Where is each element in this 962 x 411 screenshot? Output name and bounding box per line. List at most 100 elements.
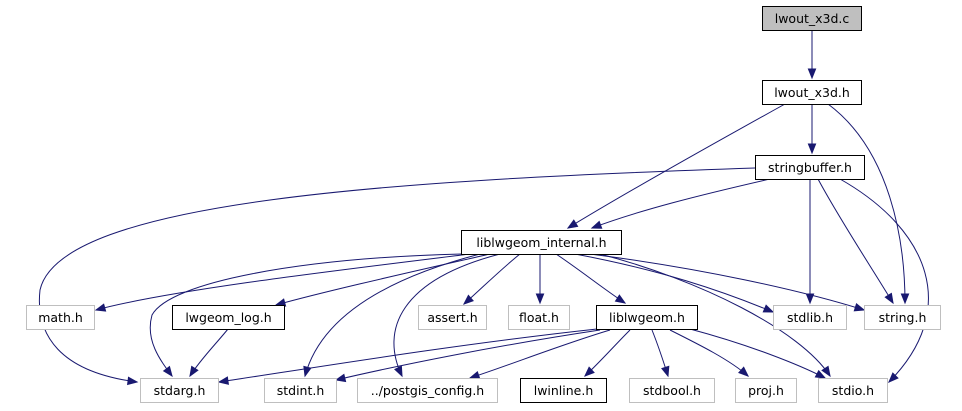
edge-liblwgeom-internal-h-to-stdlib-h-line — [574, 253, 774, 313]
node-stdlib-h[interactable]: stdlib.h — [773, 305, 847, 330]
edge-liblwgeom-internal-h-to-assert-h-arrowhead — [462, 294, 474, 305]
node-math-h-label: math.h — [38, 310, 83, 325]
edge-liblwgeom-h-to-stdio-h-arrowhead — [814, 369, 827, 379]
node-float-h-box — [508, 305, 570, 330]
node-lwgeom-log-h[interactable]: lwgeom_log.h — [172, 305, 285, 330]
node-stringbuffer-h-box — [755, 155, 865, 180]
node-stdarg-h[interactable]: stdarg.h — [140, 378, 219, 403]
node-postgis-config-h[interactable]: ../postgis_config.h — [357, 378, 498, 403]
edge-lwout-x3d-h-to-stringbuffer-h — [807, 104, 817, 155]
node-lwout-x3d-c[interactable]: lwout_x3d.c — [762, 6, 862, 31]
edge-liblwgeom-internal-h-to-liblwgeom-h-line — [555, 253, 626, 304]
node-lwgeom-log-h-label: lwgeom_log.h — [185, 310, 271, 325]
edge-lwout-x3d-h-to-string-h-line — [827, 103, 906, 304]
node-proj-h[interactable]: proj.h — [735, 378, 797, 403]
edge-stringbuffer-h-to-string-h — [817, 178, 894, 305]
edge-lwout-x3d-h-to-liblwgeom-internal-h — [566, 103, 786, 229]
node-liblwgeom-internal-h-label: liblwgeom_internal.h — [476, 235, 606, 250]
node-lwout-x3d-h-box — [762, 80, 862, 105]
edge-lwout-x3d-h-to-string-h — [827, 103, 910, 305]
edge-liblwgeom-internal-h-to-lwgeom-log-h-line — [275, 253, 491, 306]
node-lwout-x3d-h[interactable]: lwout_x3d.h — [762, 80, 862, 105]
node-math-h[interactable]: math.h — [26, 305, 95, 330]
edge-stringbuffer-h-to-stdio-h — [839, 178, 929, 383]
edge-liblwgeom-internal-h-to-liblwgeom-h-arrowhead — [614, 294, 627, 304]
node-liblwgeom-h-label: liblwgeom.h — [609, 310, 685, 325]
edge-lwout-x3d-c-to-lwout-x3d-h-arrowhead — [807, 68, 817, 80]
node-lwout-x3d-c-label: lwout_x3d.c — [775, 11, 850, 26]
edge-liblwgeom-internal-h-to-float-h — [535, 254, 545, 305]
node-lwout-x3d-h-label: lwout_x3d.h — [774, 85, 850, 100]
node-postgis-config-h-label: ../postgis_config.h — [371, 383, 484, 398]
node-assert-h-box — [418, 305, 487, 330]
edge-liblwgeom-internal-h-to-string-h — [589, 253, 866, 312]
edge-liblwgeom-internal-h-to-liblwgeom-h — [555, 253, 627, 304]
edge-liblwgeom-h-to-proj-h-arrowhead — [738, 366, 749, 377]
edge-stringbuffer-h-to-string-h-arrowhead — [884, 292, 894, 305]
edge-stringbuffer-h-to-stdlib-h — [805, 179, 815, 305]
edge-lwout-x3d-h-to-liblwgeom-internal-h-arrowhead — [566, 219, 579, 229]
node-string-h[interactable]: string.h — [864, 305, 941, 330]
node-stdint-h[interactable]: stdint.h — [264, 378, 337, 403]
node-stdio-h-label: stdio.h — [832, 383, 874, 398]
edge-stringbuffer-h-to-stdio-h-line — [839, 178, 929, 383]
node-lwout-x3d-c-box — [762, 6, 862, 31]
edge-stringbuffer-h-to-stdarg-h — [38, 167, 756, 386]
edge-liblwgeom-internal-h-to-stdarg-h — [149, 253, 463, 378]
edge-stringbuffer-h-to-liblwgeom-internal-h-line — [591, 178, 771, 229]
edge-liblwgeom-internal-h-to-postgis-config-h-line — [393, 253, 501, 377]
edge-liblwgeom-internal-h-to-postgis-config-h — [393, 253, 501, 378]
edge-liblwgeom-internal-h-to-string-h-arrowhead — [853, 303, 866, 312]
node-lwgeom-log-h-box — [172, 305, 285, 330]
node-stdarg-h-label: stdarg.h — [154, 383, 206, 398]
edge-liblwgeom-internal-h-to-math-h-line — [95, 253, 471, 311]
edge-liblwgeom-internal-h-to-stdlib-h — [574, 253, 775, 313]
edge-liblwgeom-internal-h-to-stdint-h-line — [304, 253, 481, 377]
edge-liblwgeom-h-to-stdint-h-arrowhead — [334, 373, 347, 383]
node-liblwgeom-h[interactable]: liblwgeom.h — [596, 305, 698, 330]
edge-liblwgeom-internal-h-to-float-h-arrowhead — [535, 293, 545, 305]
node-stdbool-h[interactable]: stdbool.h — [629, 378, 715, 403]
node-float-h-label: float.h — [519, 310, 559, 325]
edge-stringbuffer-h-to-liblwgeom-internal-h — [590, 178, 771, 229]
edge-liblwgeom-internal-h-to-stdarg-h-arrowhead — [162, 365, 173, 378]
edge-liblwgeom-internal-h-to-math-h-arrowhead — [94, 303, 107, 312]
node-stdio-h[interactable]: stdio.h — [818, 378, 888, 403]
node-lwinline-h[interactable]: lwinline.h — [520, 378, 607, 403]
edge-liblwgeom-h-to-postgis-config-h-line — [469, 329, 611, 379]
node-float-h[interactable]: float.h — [508, 305, 570, 330]
node-liblwgeom-h-box — [596, 305, 698, 330]
edge-liblwgeom-internal-h-to-stdlib-h-arrowhead — [762, 304, 775, 313]
edge-liblwgeom-h-to-stdbool-h-arrowhead — [661, 365, 670, 378]
node-stringbuffer-h[interactable]: stringbuffer.h — [755, 155, 865, 180]
edge-liblwgeom-h-to-lwinline-h — [584, 329, 631, 377]
edges-layer — [38, 30, 929, 386]
edge-liblwgeom-h-to-stdarg-h — [217, 328, 598, 385]
node-stdbool-h-label: stdbool.h — [643, 383, 701, 398]
node-stdint-h-label: stdint.h — [277, 383, 325, 398]
edge-liblwgeom-h-to-stdarg-h-line — [218, 328, 598, 383]
edge-liblwgeom-h-to-proj-h — [669, 329, 749, 377]
edge-lwout-x3d-h-to-liblwgeom-internal-h-line — [567, 103, 786, 229]
node-liblwgeom-internal-h-box — [461, 230, 622, 255]
edge-stringbuffer-h-to-stdarg-h-arrowhead — [127, 376, 139, 386]
node-math-h-box — [26, 305, 95, 330]
edge-stringbuffer-h-to-stdio-h-arrowhead — [888, 372, 899, 383]
edge-liblwgeom-h-to-stdarg-h-arrowhead — [217, 376, 229, 385]
edge-lwgeom-log-h-to-stdarg-h-arrowhead — [189, 365, 199, 378]
node-stdarg-h-box — [140, 378, 219, 403]
edge-lwout-x3d-h-to-string-h-arrowhead — [900, 293, 910, 305]
edge-liblwgeom-h-to-stdint-h — [334, 329, 601, 383]
edge-liblwgeom-internal-h-to-stdarg-h-line — [149, 253, 463, 377]
edge-liblwgeom-internal-h-to-string-h-line — [589, 253, 865, 311]
edge-stringbuffer-h-to-liblwgeom-internal-h-arrowhead — [590, 220, 603, 229]
node-stdlib-h-label: stdlib.h — [787, 310, 833, 325]
node-lwinline-h-label: lwinline.h — [534, 383, 594, 398]
edge-stringbuffer-h-to-stdlib-h-arrowhead — [805, 293, 815, 305]
node-string-h-label: string.h — [879, 310, 927, 325]
node-assert-h[interactable]: assert.h — [418, 305, 487, 330]
edge-liblwgeom-internal-h-to-math-h — [94, 253, 471, 312]
node-liblwgeom-internal-h[interactable]: liblwgeom_internal.h — [461, 230, 622, 255]
edge-liblwgeom-internal-h-to-postgis-config-h-arrowhead — [394, 365, 403, 378]
